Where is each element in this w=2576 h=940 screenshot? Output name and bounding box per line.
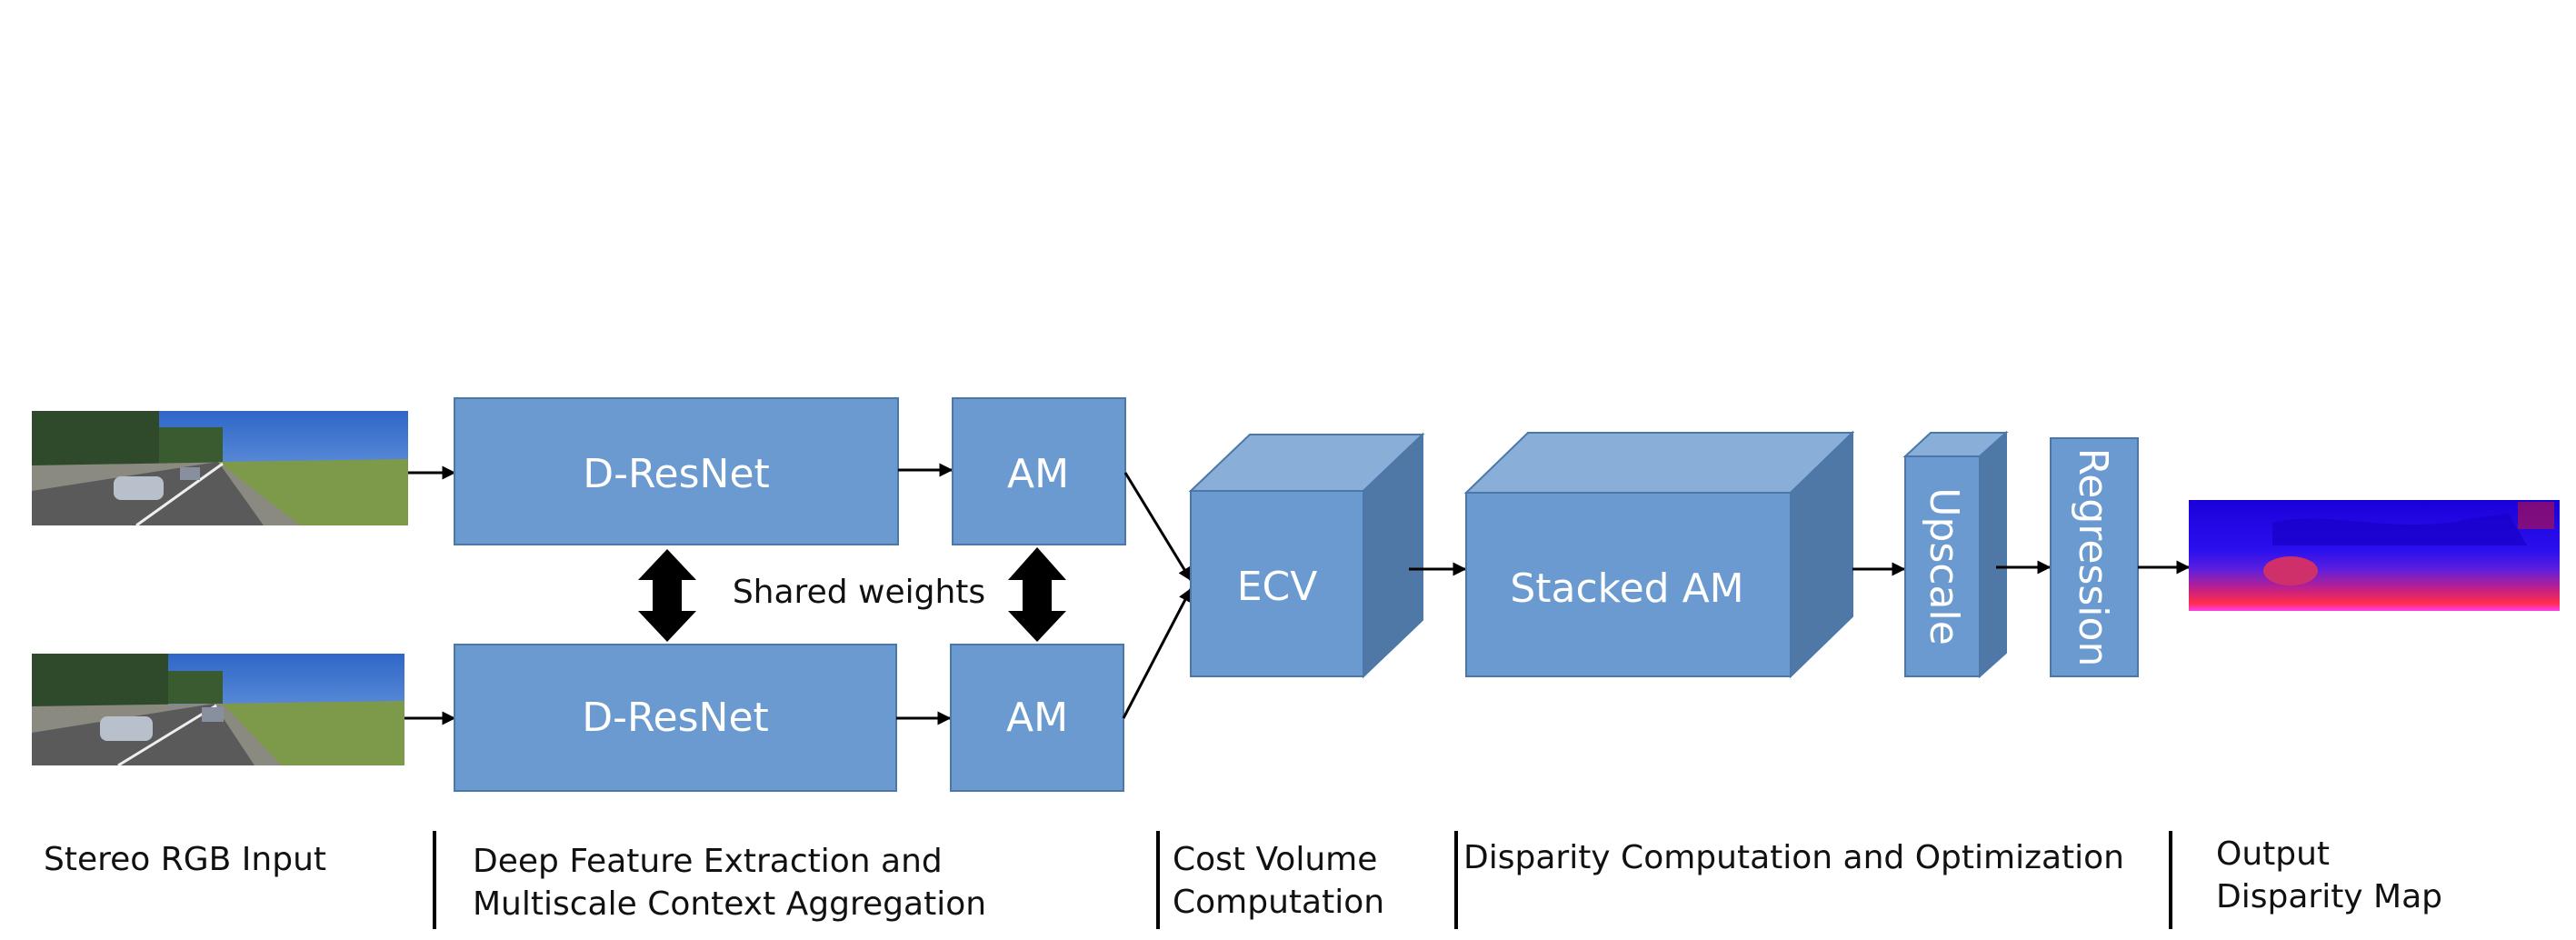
ecv-label: ECV — [1237, 564, 1318, 610]
am-block-bottom: AM — [950, 644, 1124, 792]
stage-caption-cost-volume: Cost Volume Computation — [1173, 838, 1384, 924]
arrow-am-bottom-to-ecv — [1122, 587, 1193, 719]
am-bottom-label: AM — [1006, 695, 1068, 741]
dresnet-bottom-label: D-ResNet — [582, 695, 769, 741]
right-input-image — [32, 654, 404, 767]
ecv-block: ECV — [1188, 432, 1425, 679]
stage-caption-line: Output — [2216, 835, 2331, 873]
stage-caption-line: Disparity Computation and Optimization — [1463, 839, 2124, 876]
stacked-am-block: Stacked AM — [1463, 430, 1855, 679]
stage-caption-disparity-computation: Disparity Computation and Optimization — [1463, 836, 2124, 879]
stage-caption-output: Output Disparity Map — [2216, 833, 2442, 918]
dresnet-block-top: D-ResNet — [454, 397, 899, 545]
stage-caption-input: Stereo RGB Input — [44, 838, 326, 881]
upscale-label: Upscale — [1921, 487, 1967, 645]
am-block-top: AM — [952, 397, 1126, 545]
left-input-image — [32, 411, 408, 527]
shared-weights-label: Shared weights — [733, 574, 985, 611]
dresnet-block-bottom: D-ResNet — [454, 644, 897, 792]
stage-caption-line: Computation — [1173, 884, 1385, 921]
dresnet-top-label: D-ResNet — [583, 451, 770, 497]
stage-caption-line: Disparity Map — [2216, 878, 2443, 915]
stage-divider — [1454, 831, 1458, 929]
stage-divider — [1156, 831, 1160, 929]
am-top-label: AM — [1007, 451, 1069, 497]
shared-weights-arrow-left — [638, 549, 696, 642]
stage-caption-line: Deep Feature Extraction and — [473, 843, 943, 880]
upscale-block: Upscale — [1902, 430, 2009, 679]
stacked-am-label: Stacked AM — [1510, 565, 1743, 612]
arrow-am-top-to-ecv — [1123, 472, 1193, 582]
stage-divider — [2169, 831, 2172, 929]
stage-caption-feature-extraction: Deep Feature Extraction and Multiscale C… — [473, 840, 986, 925]
stage-divider — [433, 831, 436, 929]
shared-weights-arrow-right — [1008, 547, 1066, 642]
stage-caption-line: Cost Volume — [1173, 841, 1378, 878]
stage-caption-line: Multiscale Context Aggregation — [473, 885, 987, 923]
regression-block: Regression — [2050, 437, 2139, 677]
output-disparity-map — [2189, 500, 2560, 611]
stage-caption-line: Stereo RGB Input — [44, 841, 327, 878]
regression-label: Regression — [2070, 448, 2116, 667]
